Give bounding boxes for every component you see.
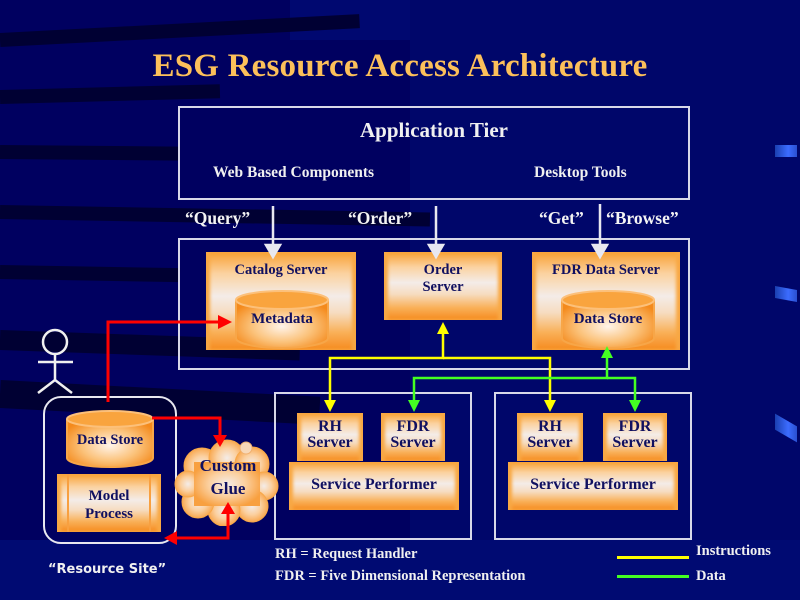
background-stripe: [0, 14, 360, 47]
service-performer-2-label: Service Performer: [530, 476, 656, 493]
model-process-bar-right: [149, 474, 151, 532]
background-stripe: [0, 265, 181, 283]
rh-server-1[interactable]: RH Server: [297, 413, 363, 461]
rh-server-2-line1: RH: [538, 418, 562, 435]
resource-data-store-icon: [66, 410, 154, 468]
order-server[interactable]: Order Server: [384, 252, 502, 320]
order-server-line2: Server: [422, 279, 464, 295]
browse-label: “Browse”: [606, 208, 679, 228]
background-stripe: [0, 145, 181, 161]
custom-glue-line2: Glue: [210, 479, 246, 498]
custom-glue-cloud-icon[interactable]: [172, 436, 282, 526]
model-process-bar-left: [67, 474, 69, 532]
legend-data-line: [617, 575, 689, 578]
page-title: ESG Resource Access Architecture: [152, 48, 648, 84]
service-performer-1-label: Service Performer: [311, 476, 437, 493]
service-performer-1[interactable]: Service Performer: [289, 462, 459, 510]
fdr-data-server-title: FDR Data Server: [552, 262, 660, 278]
legend-instructions-line: [617, 556, 689, 559]
model-process-line1: Model: [88, 488, 130, 504]
application-tier-title: Application Tier: [360, 118, 508, 142]
resource-data-store-label: Data Store: [76, 432, 144, 448]
fdr-server-1-line2: Server: [390, 434, 436, 451]
data-store-label: Data Store: [573, 311, 643, 327]
metadata-database-icon: [235, 290, 329, 349]
legend-instructions-label: Instructions: [696, 543, 771, 559]
desktop-tools-label: Desktop Tools: [534, 164, 627, 181]
fdr-server-2-line1: FDR: [618, 418, 652, 435]
order-server-line1: Order: [423, 262, 463, 278]
service-performer-2[interactable]: Service Performer: [508, 462, 678, 510]
legend-data-label: Data: [696, 568, 726, 584]
metadata-label: Metadata: [251, 311, 313, 327]
abbreviation-rh: RH = Request Handler: [275, 546, 418, 562]
rh-server-1-line2: Server: [307, 434, 353, 451]
model-process[interactable]: Model Process: [57, 474, 161, 532]
custom-glue-line1: Custom: [199, 456, 257, 475]
decoration-bar: [775, 145, 797, 157]
query-label: “Query”: [185, 208, 251, 228]
abbreviation-fdr: FDR = Five Dimensional Representation: [275, 568, 526, 584]
model-process-line2: Process: [84, 506, 134, 522]
order-label: “Order”: [348, 208, 413, 228]
fdr-server-2-line2: Server: [612, 434, 658, 451]
fdr-server-2[interactable]: FDR Server: [603, 413, 667, 461]
web-components-label: Web Based Components: [213, 164, 375, 181]
application-tier-box: [178, 106, 690, 200]
resource-site-label: “Resource Site”: [48, 562, 167, 577]
catalog-server-title: Catalog Server: [234, 262, 328, 278]
background-stripe: [0, 84, 221, 104]
fdr-server-1[interactable]: FDR Server: [381, 413, 445, 461]
rh-server-2[interactable]: RH Server: [517, 413, 583, 461]
background-panel: [0, 540, 800, 600]
rh-server-1-line1: RH: [318, 418, 342, 435]
fdr-server-1-line1: FDR: [396, 418, 430, 435]
get-label: “Get”: [539, 208, 584, 228]
rh-server-2-line2: Server: [527, 434, 573, 451]
